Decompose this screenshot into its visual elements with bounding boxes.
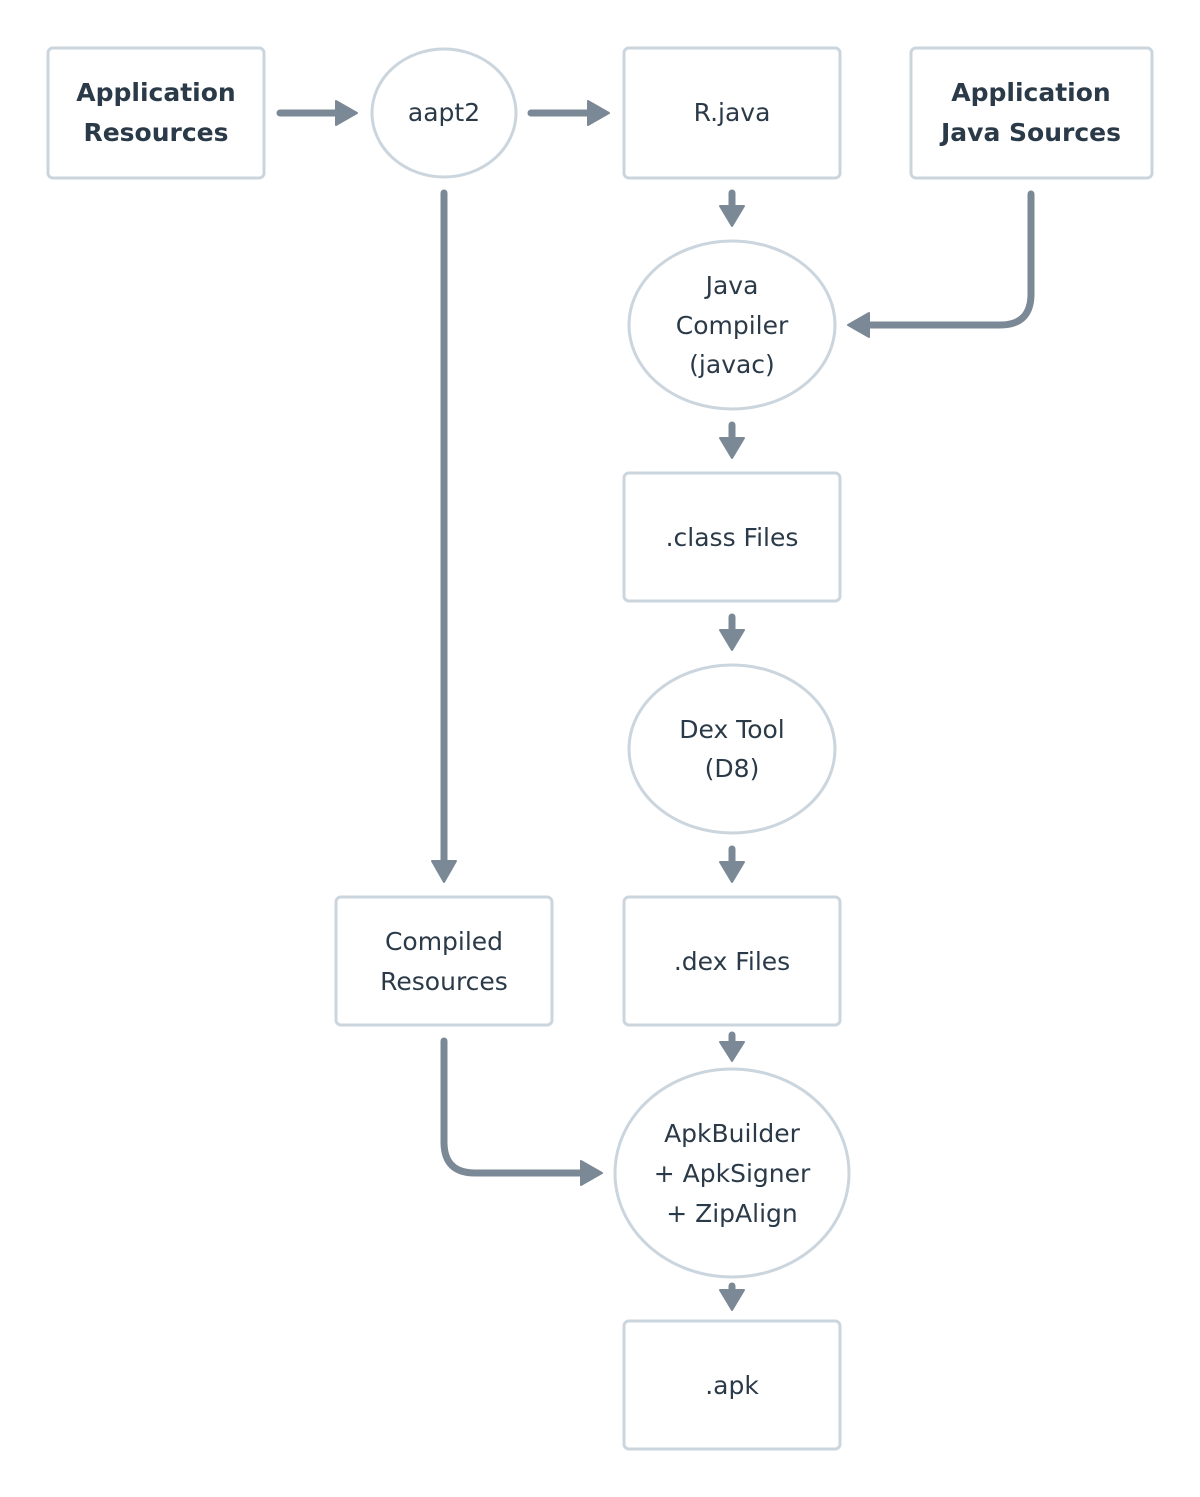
node-label-line: Compiled	[385, 927, 503, 956]
edge-aapt2-to-compiled-resources	[431, 189, 457, 883]
edges	[276, 100, 1035, 1311]
edge-java-sources-to-java-compiler	[847, 190, 1035, 338]
node-label-line: R.java	[694, 98, 771, 127]
node-apk: .apk	[622, 1319, 842, 1451]
node-label-line: Dex Tool	[679, 715, 785, 744]
node-label-line: Java Sources	[939, 118, 1121, 147]
node-java-compiler: Java Compiler (javac)	[627, 239, 837, 411]
node-r-java: R.java	[622, 46, 842, 180]
node-label-line: .apk	[705, 1371, 759, 1400]
node-apk-builder: ApkBuilder + ApkSigner + ZipAlign	[613, 1067, 851, 1279]
node-label-line: Resources	[380, 967, 508, 996]
node-label-line: (javac)	[689, 350, 775, 379]
node-label-line: Application	[76, 78, 235, 107]
node-dex-tool: Dex Tool (D8)	[627, 663, 837, 835]
node-class-files: .class Files	[622, 471, 842, 603]
node-label-line: + ApkSigner	[654, 1159, 811, 1188]
node-label-line: (D8)	[705, 754, 760, 783]
edge-dex-files-to-apk-builder	[719, 1031, 745, 1062]
node-aapt2: aapt2	[370, 47, 518, 179]
node-application-resources: Application Resources	[46, 46, 266, 180]
node-label-line: Java	[704, 271, 759, 300]
node-label-line: Compiler	[676, 311, 789, 340]
edge-compiled-resources-to-apk-builder	[440, 1037, 603, 1186]
node-label-line: .dex Files	[674, 947, 790, 976]
edge-apk-builder-to-apk	[719, 1282, 745, 1311]
node-label-line: aapt2	[408, 98, 480, 127]
node-dex-files: .dex Files	[622, 895, 842, 1027]
node-application-java-sources: Application Java Sources	[909, 46, 1154, 180]
edge-dex-tool-to-dex-files	[719, 845, 745, 883]
edge-r-java-to-java-compiler	[719, 189, 745, 227]
edge-class-files-to-dex-tool	[719, 613, 745, 651]
node-label-line: Resources	[83, 118, 228, 147]
node-compiled-resources: Compiled Resources	[334, 895, 554, 1027]
node-label-line: Application	[951, 78, 1110, 107]
node-label-line: .class Files	[666, 523, 799, 552]
edge-app-resources-to-aapt2	[276, 100, 358, 126]
node-label-line: ApkBuilder	[664, 1119, 801, 1148]
node-label-line: + ZipAlign	[666, 1199, 798, 1228]
nodes: Application Resources aapt2 R.java Appli…	[46, 46, 1154, 1451]
edge-java-compiler-to-class-files	[719, 421, 745, 459]
edge-aapt2-to-r-java	[527, 100, 610, 126]
